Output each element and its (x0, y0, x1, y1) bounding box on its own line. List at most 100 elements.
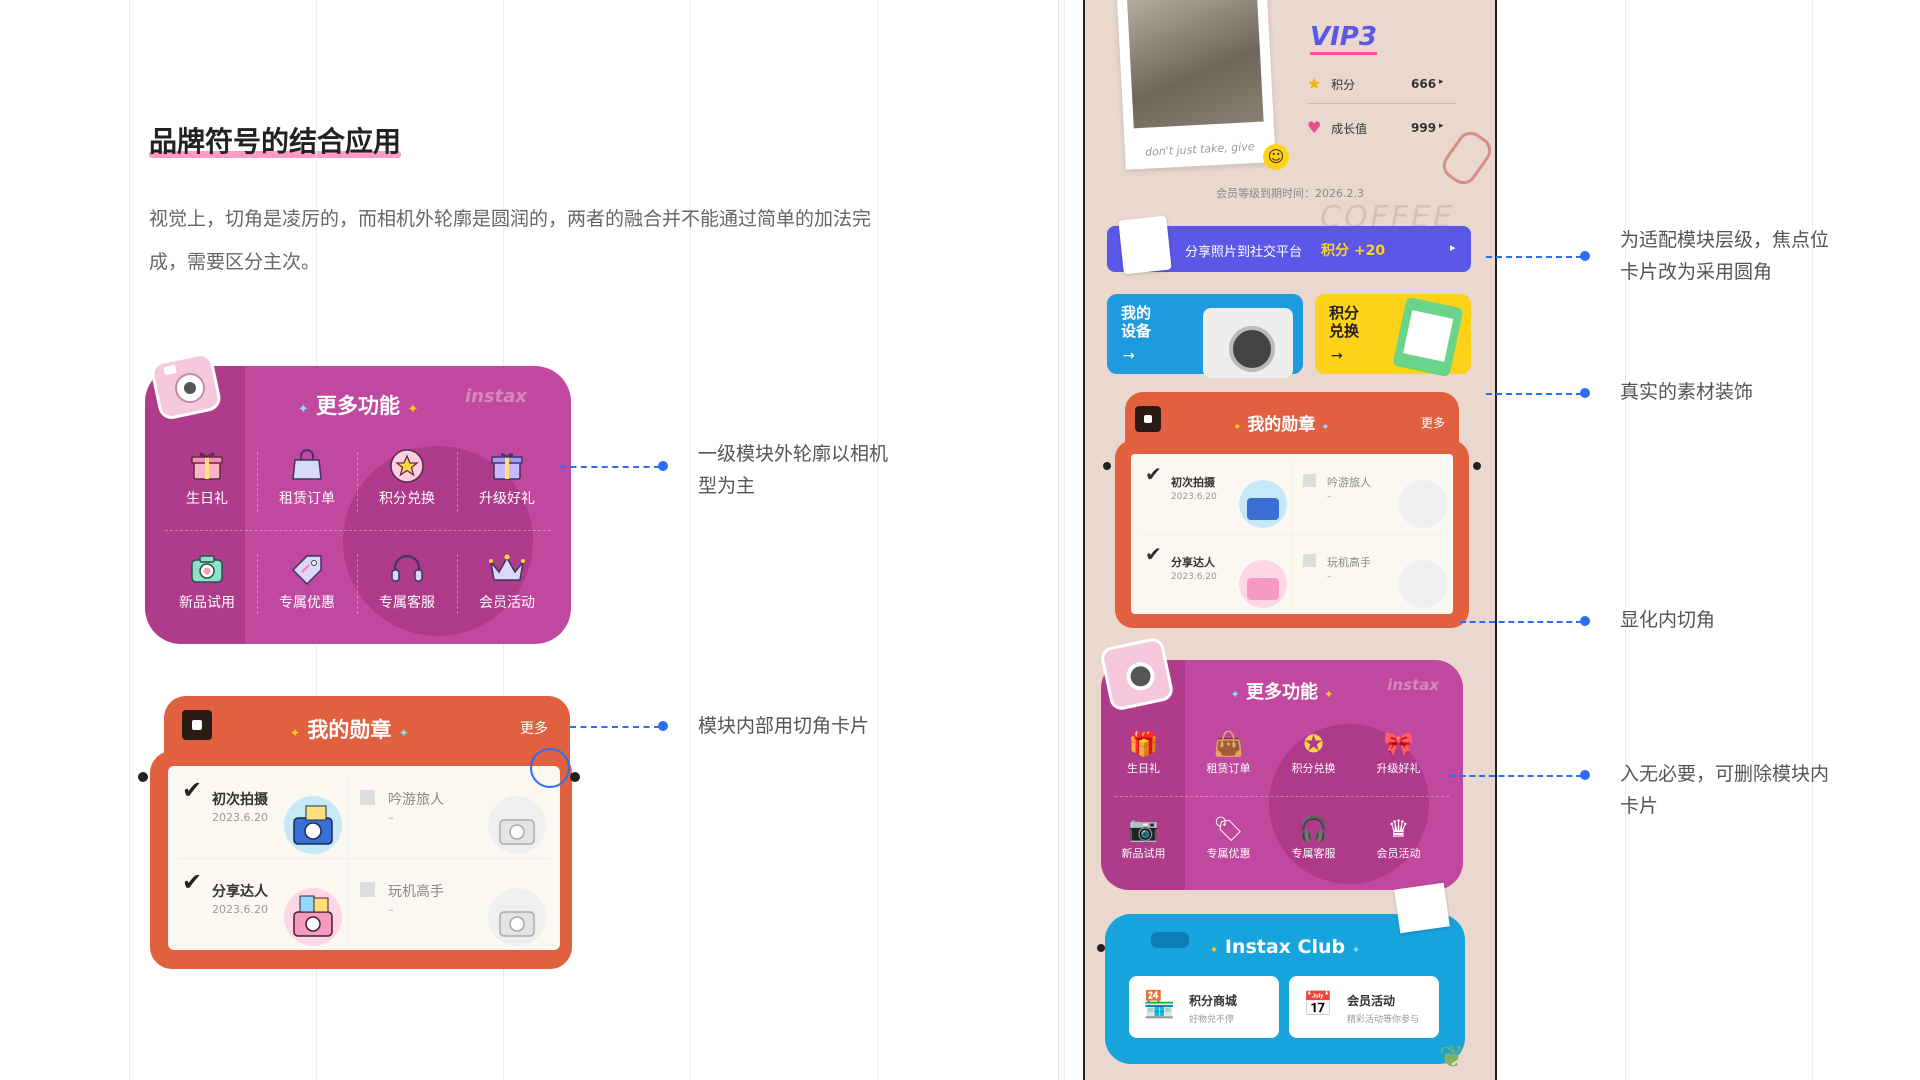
fn-label: 专属优惠 (279, 595, 335, 611)
check-icon: ✔ (182, 776, 203, 804)
fn-new-product-trial[interactable]: 新品试用 (157, 552, 257, 612)
camera-illustration (1203, 308, 1293, 378)
fn-label: 生日礼 (186, 491, 228, 507)
coupon-tag-icon (289, 552, 325, 586)
phone-badges-more-link[interactable]: 更多 (1421, 416, 1446, 430)
check-icon: ✔ (1145, 542, 1162, 566)
growth-row[interactable]: ♥ 成长值 999 ▸ (1307, 118, 1444, 137)
share-bar[interactable]: 分享照片到社交平台 积分 +20 ▸ (1107, 215, 1471, 275)
instax-club-card: ✦ Instax Club ✦ 🏪 积分商城 好物兑不停 📅 会员活动 精彩活动… (1097, 882, 1465, 1064)
fn-exclusive-support[interactable]: 专属客服 (357, 552, 457, 612)
phone-badge-camera-expert[interactable]: 玩机高手 – (1291, 534, 1453, 614)
shopping-bag-icon (290, 448, 324, 482)
badges-card: ✦ 我的勋章 ✦ 更多 ✔ 初次拍摄 2023.6.20 吟游旅人 – ✔ 分享… (138, 696, 580, 971)
polaroid-photo: don't just take, give (1116, 0, 1276, 170)
phone-fn-rental-orders[interactable]: 👜租赁订单 (1186, 730, 1271, 776)
crown-icon (487, 552, 527, 586)
fn-label: 新品试用 (179, 595, 235, 611)
note-outer-outline: 一级模块外轮廓以相机型为主 (698, 443, 889, 497)
phone-more-functions-card: ✦ 更多功能 ✦ instax 🎁生日礼 👜租赁订单 ✪积分兑换 🎀升级好礼 📷… (1101, 660, 1463, 890)
phone-fn-new-product-trial[interactable]: 📷新品试用 (1101, 815, 1186, 861)
fn-exclusive-discount[interactable]: 专属优惠 (257, 552, 357, 612)
phone-fn-points-exchange[interactable]: ✪积分兑换 (1271, 730, 1356, 776)
photos-sticker (1394, 882, 1450, 934)
club-points-mall[interactable]: 🏪 积分商城 好物兑不停 (1129, 976, 1279, 1038)
arrow-right-icon: → (1331, 348, 1343, 364)
crown-icon: ♛ (1387, 815, 1410, 843)
note-inner-card: 模块内部用切角卡片 (698, 715, 870, 737)
badges-grid: ✔ 初次拍摄 2023.6.20 吟游旅人 – ✔ 分享达人 2023.6.20 (168, 766, 560, 950)
arrow-right-icon: → (1123, 348, 1135, 364)
check-icon: ✔ (182, 868, 203, 896)
fn-points-exchange[interactable]: 积分兑换 (357, 448, 457, 508)
fn-label: 专属客服 (379, 595, 435, 611)
fn-label: 积分兑换 (379, 491, 435, 507)
coupon-tag-icon: 🏷 (1213, 815, 1244, 843)
phone-fn-upgrade-gift[interactable]: 🎀升级好礼 (1356, 730, 1441, 776)
star-badge-icon (389, 448, 425, 484)
my-device-card[interactable]: 我的 设备 → (1107, 294, 1303, 378)
vip-level: VIP3 (1310, 22, 1377, 55)
club-title: Instax Club (1224, 936, 1346, 958)
unchecked-box-icon (1303, 474, 1316, 487)
calendar-icon: 📅 (1303, 990, 1333, 1018)
badges-more-link[interactable]: 更多 (520, 721, 548, 737)
check-icon: ✔ (1145, 462, 1162, 486)
film-pack-illustration (1392, 296, 1464, 378)
shopping-bag-icon: 👜 (1213, 730, 1244, 758)
points-row[interactable]: ★ 积分 666 ▸ (1307, 74, 1444, 93)
fn-member-events[interactable]: 会员活动 (457, 552, 557, 612)
badge-first-shot[interactable]: ✔ 初次拍摄 2023.6.20 (168, 766, 348, 858)
pink-camera-sticker (150, 350, 224, 420)
badge-illustration-camera (284, 796, 342, 854)
points-exchange-card[interactable]: 积分 兑换 → (1315, 294, 1471, 378)
headset-icon: 🎧 (1298, 815, 1329, 843)
phone-fn-member-events[interactable]: ♛会员活动 (1356, 815, 1441, 861)
gift-icon: 🎁 (1128, 730, 1159, 758)
unchecked-box-icon (360, 790, 375, 805)
instax-brand-watermark: instax (464, 386, 527, 407)
phone-fn-exclusive-discount[interactable]: 🏷专属优惠 (1186, 815, 1271, 861)
smiley-icon: ☺ (1263, 144, 1289, 170)
fn-rental-orders[interactable]: 租赁订单 (257, 448, 357, 508)
unchecked-box-icon (1303, 554, 1316, 567)
more-functions-title: ✦ 更多功能 ✦ (297, 394, 419, 418)
phone-badge-share-master[interactable]: ✔ 分享达人 2023.6.20 (1131, 534, 1291, 614)
camera-viewfinder-icon (182, 710, 212, 740)
member-expire: 会员等级到期时间：2026.2.3 (1216, 187, 1364, 200)
phone-fn-birthday-gift[interactable]: 🎁生日礼 (1101, 730, 1186, 776)
camera-viewfinder-icon (1135, 406, 1161, 432)
badge-camera-expert[interactable]: 玩机高手 – (348, 858, 560, 950)
fn-label: 会员活动 (479, 595, 535, 611)
star-badge-icon: ✪ (1303, 730, 1324, 758)
pink-camera-sticker (1099, 636, 1175, 712)
chevron-right-icon: ▸ (1450, 241, 1456, 254)
more-functions-card: ✦ 更多功能 ✦ instax 生日礼 租赁订单 积分兑换 升级好礼 (145, 366, 571, 644)
star-icon: ★ (1307, 74, 1322, 93)
note-real-decor: 真实的素材装饰 (1620, 381, 1754, 403)
store-icon: 🏪 (1143, 990, 1176, 1020)
badge-illustration-locked (488, 888, 546, 946)
club-member-events[interactable]: 📅 会员活动 精彩活动等你参与 (1289, 976, 1439, 1038)
note-inner-cut: 显化内切角 (1620, 609, 1716, 631)
section-title: 品牌符号的结合应用 (149, 120, 402, 160)
phone-fn-exclusive-support[interactable]: 🎧专属客服 (1271, 815, 1356, 861)
phone-badge-first-shot[interactable]: ✔ 初次拍摄 2023.6.20 (1131, 454, 1291, 534)
fn-upgrade-gift[interactable]: 升级好礼 (457, 448, 557, 508)
phone-mockup: don't just take, give ☺ VIP3 ★ 积分 666 ▸ … (1083, 0, 1497, 1080)
badges-title: ✦ 我的勋章 ✦ (290, 718, 409, 742)
gift-box-icon: 🎀 (1383, 730, 1414, 758)
badge-share-master[interactable]: ✔ 分享达人 2023.6.20 (168, 858, 348, 950)
headset-icon (389, 552, 425, 586)
badge-wandering-traveler[interactable]: 吟游旅人 – (348, 766, 560, 858)
unchecked-box-icon (360, 882, 375, 897)
fn-label: 租赁订单 (279, 491, 335, 507)
leaf-decoration-icon: ❦ (1439, 1040, 1465, 1075)
gift-box-icon (490, 448, 524, 482)
photo-cards-icon (1118, 215, 1172, 275)
badge-illustration-locked (488, 796, 546, 854)
phone-badges-card: ✦ 我的勋章 ✦ 更多 ✔ 初次拍摄 2023.6.20 吟游旅人 – ✔ 分享… (1103, 392, 1483, 632)
phone-badge-wandering-traveler[interactable]: 吟游旅人 – (1291, 454, 1453, 534)
fn-birthday-gift[interactable]: 生日礼 (157, 448, 257, 508)
camera-icon (189, 552, 225, 586)
